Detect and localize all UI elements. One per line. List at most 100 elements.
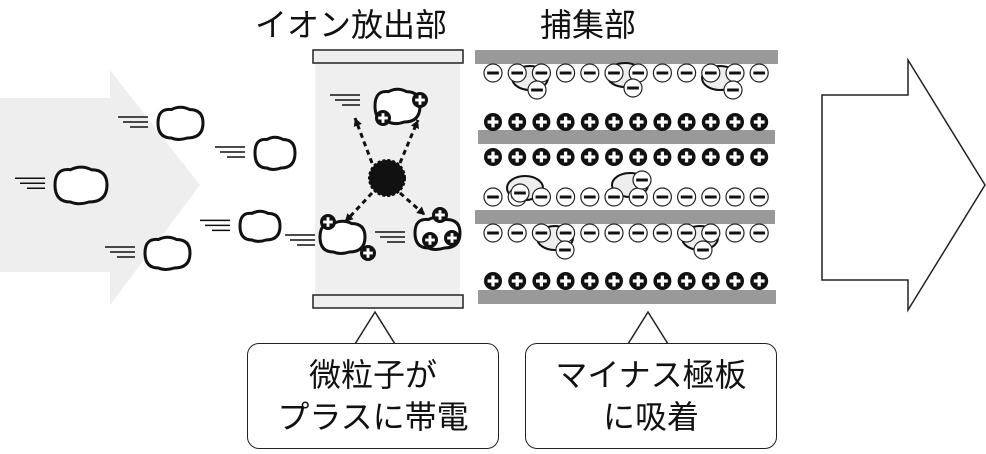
minus-bar <box>656 195 669 199</box>
emitter-electrode-top <box>312 49 464 64</box>
collector-title: 捕集部 <box>540 6 637 44</box>
arrowhead-icon <box>410 120 419 129</box>
motion-lines-icon <box>105 246 135 258</box>
minus-ion-icon <box>604 63 624 83</box>
plus-bar <box>539 151 544 163</box>
minus-bar <box>727 88 739 92</box>
plus-bar <box>491 116 495 128</box>
dust-particle-icon <box>53 165 109 206</box>
plus-ion-icon <box>677 113 696 131</box>
dust-particle-icon <box>156 105 205 141</box>
minus-ion-icon <box>628 223 648 243</box>
plus-ion-icon <box>580 272 599 290</box>
minus-bar <box>514 191 526 195</box>
plus-bar <box>709 275 713 287</box>
callout-pointer-collector <box>627 310 669 345</box>
minus-ion-icon <box>723 80 743 100</box>
minus-bar <box>680 231 693 235</box>
plus-ion-icon <box>605 113 623 131</box>
plus-bar <box>515 151 519 163</box>
minus-bar <box>729 231 741 235</box>
minus-bar <box>632 71 645 75</box>
minus-ion-icon <box>555 240 575 260</box>
plus-bar <box>684 151 689 163</box>
plus-ion-icon <box>726 272 744 290</box>
plus-bar <box>588 151 592 163</box>
minus-bar <box>632 231 645 235</box>
plus-ion-icon <box>701 272 720 290</box>
arrowhead-icon <box>345 213 354 222</box>
minus-ion-icon <box>676 63 697 83</box>
callout-pointer-emitter <box>354 310 396 345</box>
minus-bar <box>753 195 766 199</box>
minus-ion-icon <box>580 223 600 243</box>
plus-ion-icon <box>422 232 438 248</box>
plus-ion-icon <box>605 272 623 290</box>
minus-bar <box>535 195 548 199</box>
plus-ion-icon <box>750 113 769 131</box>
minus-bar <box>753 71 766 75</box>
ion-source-icon <box>368 159 406 197</box>
minus-ion-icon <box>628 187 648 207</box>
minus-bar <box>627 86 639 90</box>
minus-ion-icon <box>604 187 624 207</box>
minus-ion-icon <box>749 187 769 207</box>
plus-bar <box>612 151 616 163</box>
plus-bar <box>326 217 330 227</box>
ion-path-arrow <box>353 117 374 164</box>
plus-bar <box>636 275 640 287</box>
plus-bar <box>612 116 616 128</box>
minus-bar <box>704 231 717 235</box>
plus-ion-icon <box>629 272 648 290</box>
plus-ion-icon <box>677 272 696 290</box>
plus-ion-icon <box>556 272 575 290</box>
minus-bar <box>697 248 709 252</box>
plus-ion-icon <box>580 113 599 131</box>
minus-bar <box>753 231 766 235</box>
minus-bar <box>559 71 572 75</box>
plus-ion-icon <box>556 113 575 131</box>
plus-bar <box>563 151 568 163</box>
minus-bar <box>704 195 717 199</box>
minus-ion-icon <box>701 223 721 243</box>
minus-bar <box>583 71 596 75</box>
plus-ion-icon <box>508 148 527 166</box>
ion-path-arrow <box>343 191 374 224</box>
plus-bar <box>563 116 568 128</box>
collector-plate <box>478 130 775 144</box>
minus-bar <box>680 195 693 199</box>
plus-bar <box>612 275 616 287</box>
plus-ion-icon <box>532 272 551 290</box>
plus-ion-icon <box>556 148 575 166</box>
plus-bar <box>660 116 665 128</box>
minus-bar <box>511 71 524 75</box>
plus-bar <box>684 116 689 128</box>
collector-callout-line2: に吸着 <box>602 398 699 436</box>
plus-ion-icon <box>701 113 720 131</box>
plus-ion-icon <box>726 148 744 166</box>
minus-ion-icon <box>652 63 673 83</box>
plus-bar <box>636 151 640 163</box>
plus-ion-icon <box>701 148 720 166</box>
minus-bar <box>729 71 741 75</box>
outflow-arrow <box>821 57 986 313</box>
minus-ion-icon <box>693 240 713 260</box>
collector-plate <box>475 210 775 224</box>
plus-bar <box>733 275 737 287</box>
plus-bar <box>450 233 454 243</box>
plus-bar <box>539 275 544 287</box>
motion-lines-icon <box>118 116 148 128</box>
minus-bar <box>656 71 669 75</box>
minus-ion-icon <box>483 187 503 207</box>
minus-ion-icon <box>725 187 745 207</box>
minus-bar <box>608 71 620 75</box>
minus-bar <box>680 71 693 75</box>
plus-ion-icon <box>653 113 672 131</box>
ion-emitter-content <box>285 87 462 261</box>
plus-ion-icon <box>360 245 376 261</box>
plus-bar <box>491 151 495 163</box>
minus-bar <box>535 71 548 75</box>
minus-bar <box>487 71 499 75</box>
collector-callout-line1: マイナス極板 <box>555 356 747 394</box>
